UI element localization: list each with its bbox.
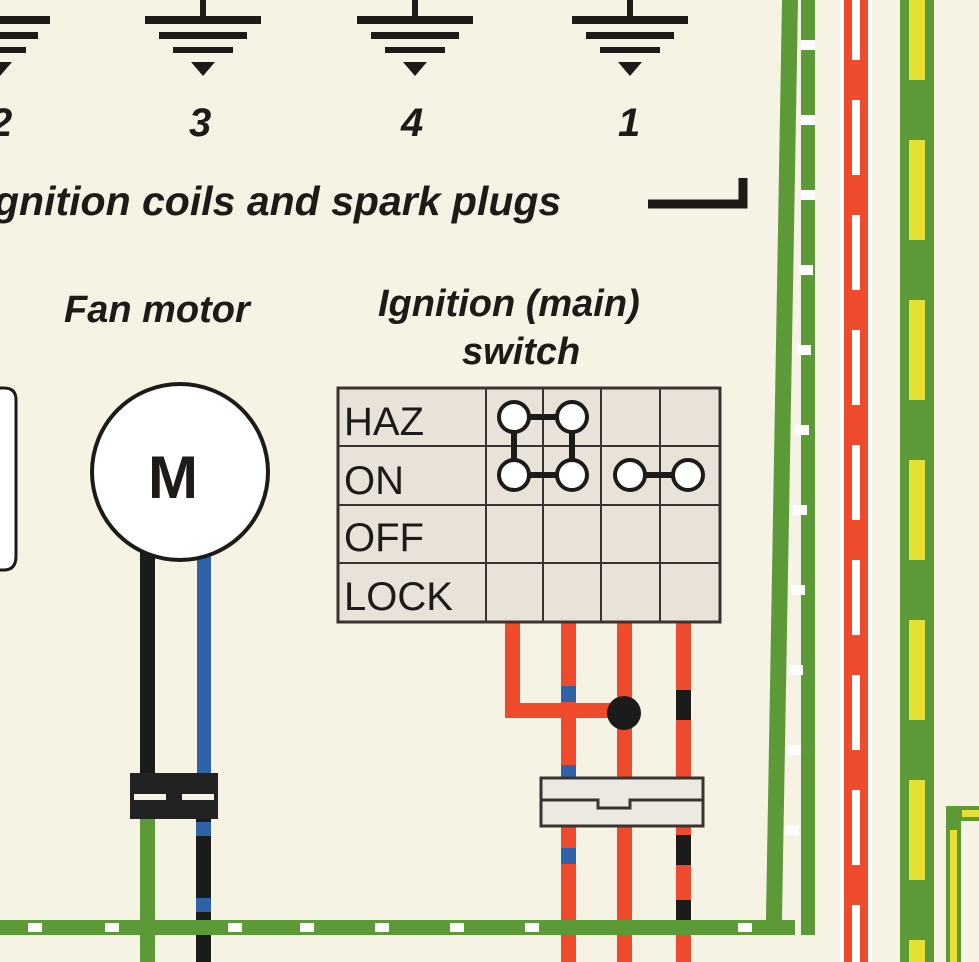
ignition-switch-title-2: switch <box>462 331 580 373</box>
ignition-switch-title-1: Ignition (main) <box>378 283 640 325</box>
switch-contacts-haz-on <box>497 400 589 492</box>
ground-number-2: 2 <box>0 101 12 145</box>
ground-symbol-4: 4 <box>357 0 473 145</box>
switch-row-on: ON <box>344 459 404 503</box>
ground-number-1: 1 <box>618 101 640 145</box>
motor-wire-black <box>140 552 155 774</box>
switch-connector <box>539 776 705 828</box>
switch-row-lock: LOCK <box>344 575 453 619</box>
coils-bracket <box>648 178 748 209</box>
motor-symbol <box>90 382 270 562</box>
motor-wire-green-below <box>140 819 155 962</box>
motor-wire-black-below <box>196 819 211 962</box>
ground-number-3: 3 <box>189 101 211 145</box>
ground-symbol-3: 3 <box>145 0 261 145</box>
left-component-box <box>0 386 18 572</box>
vertical-wire-green <box>765 0 815 935</box>
ground-symbol-2: 2 <box>0 16 50 145</box>
ignition-coils-label: gnition coils and spark plugs <box>0 178 561 224</box>
motor-letter: M <box>148 444 198 511</box>
vertical-wire-green-yellow <box>900 0 934 962</box>
switch-contacts-on <box>613 458 705 492</box>
bottom-wire-green <box>0 920 795 935</box>
ground-symbol-1: 1 <box>572 0 688 145</box>
vertical-wire-red-white <box>832 0 876 962</box>
ground-number-4: 4 <box>400 101 423 145</box>
motor-connector <box>130 773 218 819</box>
switch-row-haz: HAZ <box>344 400 424 444</box>
corner-wire-green-yellow <box>946 806 979 962</box>
switch-row-off: OFF <box>344 516 424 560</box>
motor-wire-blue <box>197 552 211 774</box>
fan-motor-title: Fan motor <box>64 289 252 331</box>
ignition-switch-panel: HAZ ON OFF LOCK <box>336 386 722 624</box>
